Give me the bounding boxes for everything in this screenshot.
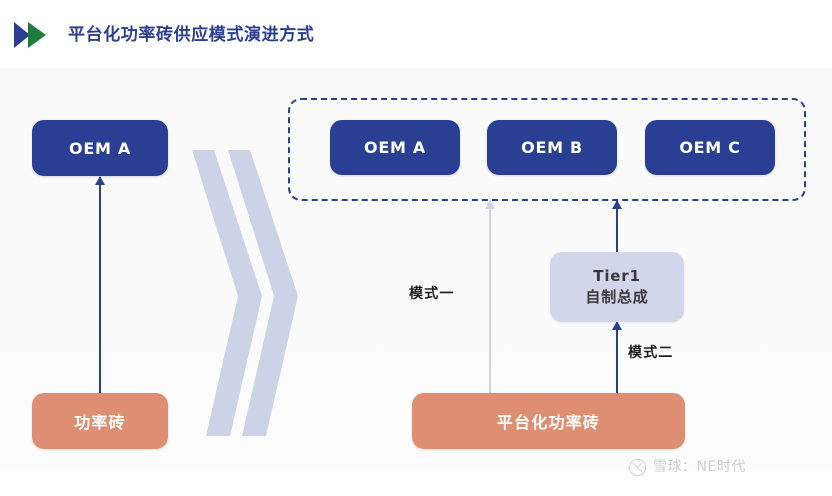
arrow-head [612,321,622,330]
arrow-head [95,176,105,185]
node-platform-power-brick[interactable]: 平台化功率砖 [412,393,685,449]
node-oem-a-right[interactable]: OEM A [330,120,460,175]
double-chevron-right-decoration-icon [192,150,298,436]
watermark-text: 雪球：NE时代 [653,459,746,475]
diagram-canvas: OEM A 功率砖 OEM A OEM B OEM C 模式一 Tier1 自制… [0,68,832,470]
arrow-mode-one [482,200,498,393]
arrow-shaft [99,177,101,393]
node-tier1[interactable]: Tier1 自制总成 [550,252,684,322]
arrow-head [485,200,495,209]
label-mode-two: 模式二 [628,345,674,361]
arrow-head [612,200,622,209]
platform-oem-dashed-group [288,98,806,201]
watermark: 雪球：NE时代 [628,458,746,477]
arrow-shaft [489,201,491,393]
arrow-tier1-to-oem-b [609,200,625,252]
node-tier1-line2: 自制总成 [585,288,649,306]
arrow-brick-to-oem-a [92,176,108,393]
arrow-shaft [616,201,618,252]
node-oem-c-right[interactable]: OEM C [645,120,775,175]
slide-header: 平台化功率砖供应模式演进方式 [0,0,832,68]
node-oem-a-left[interactable]: OEM A [32,120,168,176]
xueqiu-circle-logo-icon [628,458,647,477]
node-tier1-line1: Tier1 [593,267,641,285]
arrow-platform-brick-to-tier1 [609,321,625,393]
double-chevron-logo-icon [14,22,46,48]
node-oem-b-right[interactable]: OEM B [487,120,617,175]
node-power-brick-left[interactable]: 功率砖 [32,393,168,449]
label-mode-one: 模式一 [409,286,455,302]
page-title: 平台化功率砖供应模式演进方式 [68,25,315,45]
arrow-shaft [616,322,618,393]
